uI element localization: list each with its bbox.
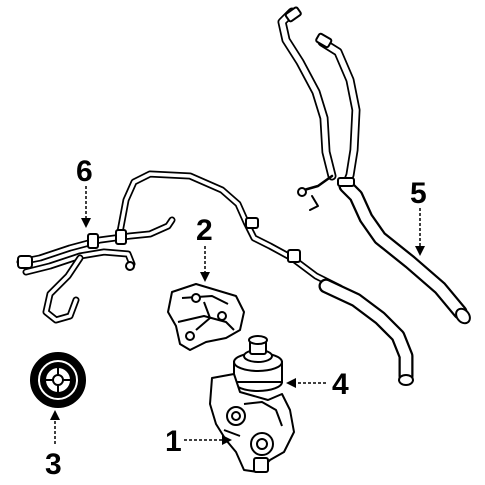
callout-6: 6 (76, 155, 93, 188)
pulley (30, 352, 86, 408)
pump-bracket (167, 283, 245, 351)
callout-1: 1 (165, 425, 182, 458)
callout-2: 2 (196, 214, 213, 247)
pressure-line (16, 170, 414, 386)
callout-5: 5 (410, 177, 427, 210)
callout-4: 4 (332, 368, 349, 401)
callout-3: 3 (45, 448, 62, 481)
callout-arrows (50, 186, 425, 445)
return-hose (277, 6, 471, 325)
power-steering-pump (209, 373, 295, 473)
reservoir (233, 335, 283, 392)
